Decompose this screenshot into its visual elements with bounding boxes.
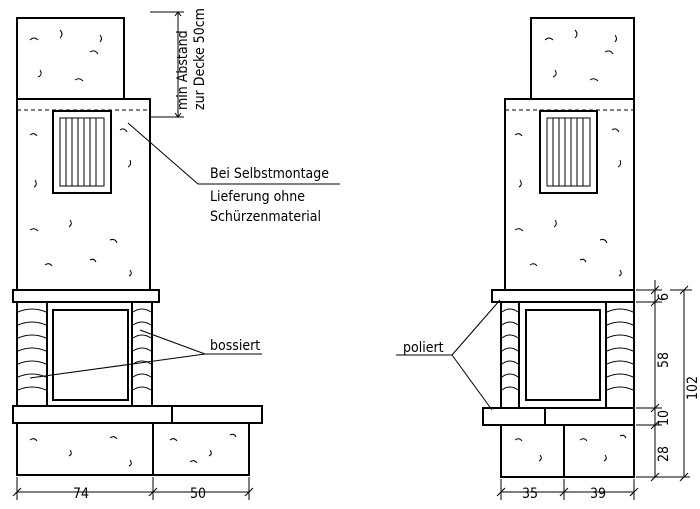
right-fire-opening-inner xyxy=(525,309,601,401)
ceiling-distance-note-1: min Abstand xyxy=(175,30,191,110)
right-hood xyxy=(504,98,635,291)
right-column-left xyxy=(500,301,520,409)
dimension-74: 74 xyxy=(73,486,89,502)
right-chimney-block xyxy=(530,17,635,100)
left-elevation: min Abstand zur Decke 50cm Bei Selbstmon… xyxy=(12,8,340,502)
self-assembly-note-3: Schürzenmaterial xyxy=(210,209,321,225)
dimension-35: 35 xyxy=(522,486,538,502)
dimension-58: 58 xyxy=(656,352,672,368)
right-vent-grille-frame xyxy=(539,110,598,194)
dimension-102: 102 xyxy=(685,376,700,400)
right-top-slab xyxy=(491,289,635,303)
right-vent-grille-inner xyxy=(546,117,591,187)
left-column-stones xyxy=(17,308,152,391)
left-chimney-block xyxy=(16,17,125,100)
self-assembly-note-2: Lieferung ohne xyxy=(210,189,305,205)
left-fire-opening-outer xyxy=(46,301,133,407)
right-column-stones xyxy=(501,308,634,391)
left-plinth xyxy=(16,422,250,476)
left-column-right xyxy=(131,301,153,407)
right-texture-marks xyxy=(514,29,627,462)
dimension-28: 28 xyxy=(656,446,672,462)
dimension-6: 6 xyxy=(656,293,672,301)
self-assembly-note-1: Bei Selbstmontage xyxy=(210,166,329,182)
right-elevation: poliert 35 39 6 58 10 28 102 xyxy=(396,17,700,502)
right-fire-opening-outer xyxy=(518,301,607,409)
left-top-slab xyxy=(12,289,160,303)
left-vent-grille-inner xyxy=(59,117,105,187)
dimension-39: 39 xyxy=(590,486,606,502)
left-fire-opening-inner xyxy=(52,309,129,401)
right-column-right xyxy=(605,301,635,409)
right-plinth xyxy=(500,424,635,478)
dimension-50: 50 xyxy=(190,486,206,502)
left-column-left xyxy=(16,301,48,407)
ceiling-distance-note-2: zur Decke 50cm xyxy=(192,8,208,110)
right-base-slab xyxy=(482,407,635,426)
left-vent-grille-frame xyxy=(52,110,112,194)
left-base-slab xyxy=(12,405,263,424)
poliert-label: poliert xyxy=(403,340,444,356)
right-vent-grille-slats xyxy=(552,118,584,186)
bossiert-label: bossiert xyxy=(210,338,260,354)
left-vent-grille-slats xyxy=(65,118,97,186)
dimension-10: 10 xyxy=(656,410,672,426)
left-texture-marks xyxy=(29,29,237,467)
